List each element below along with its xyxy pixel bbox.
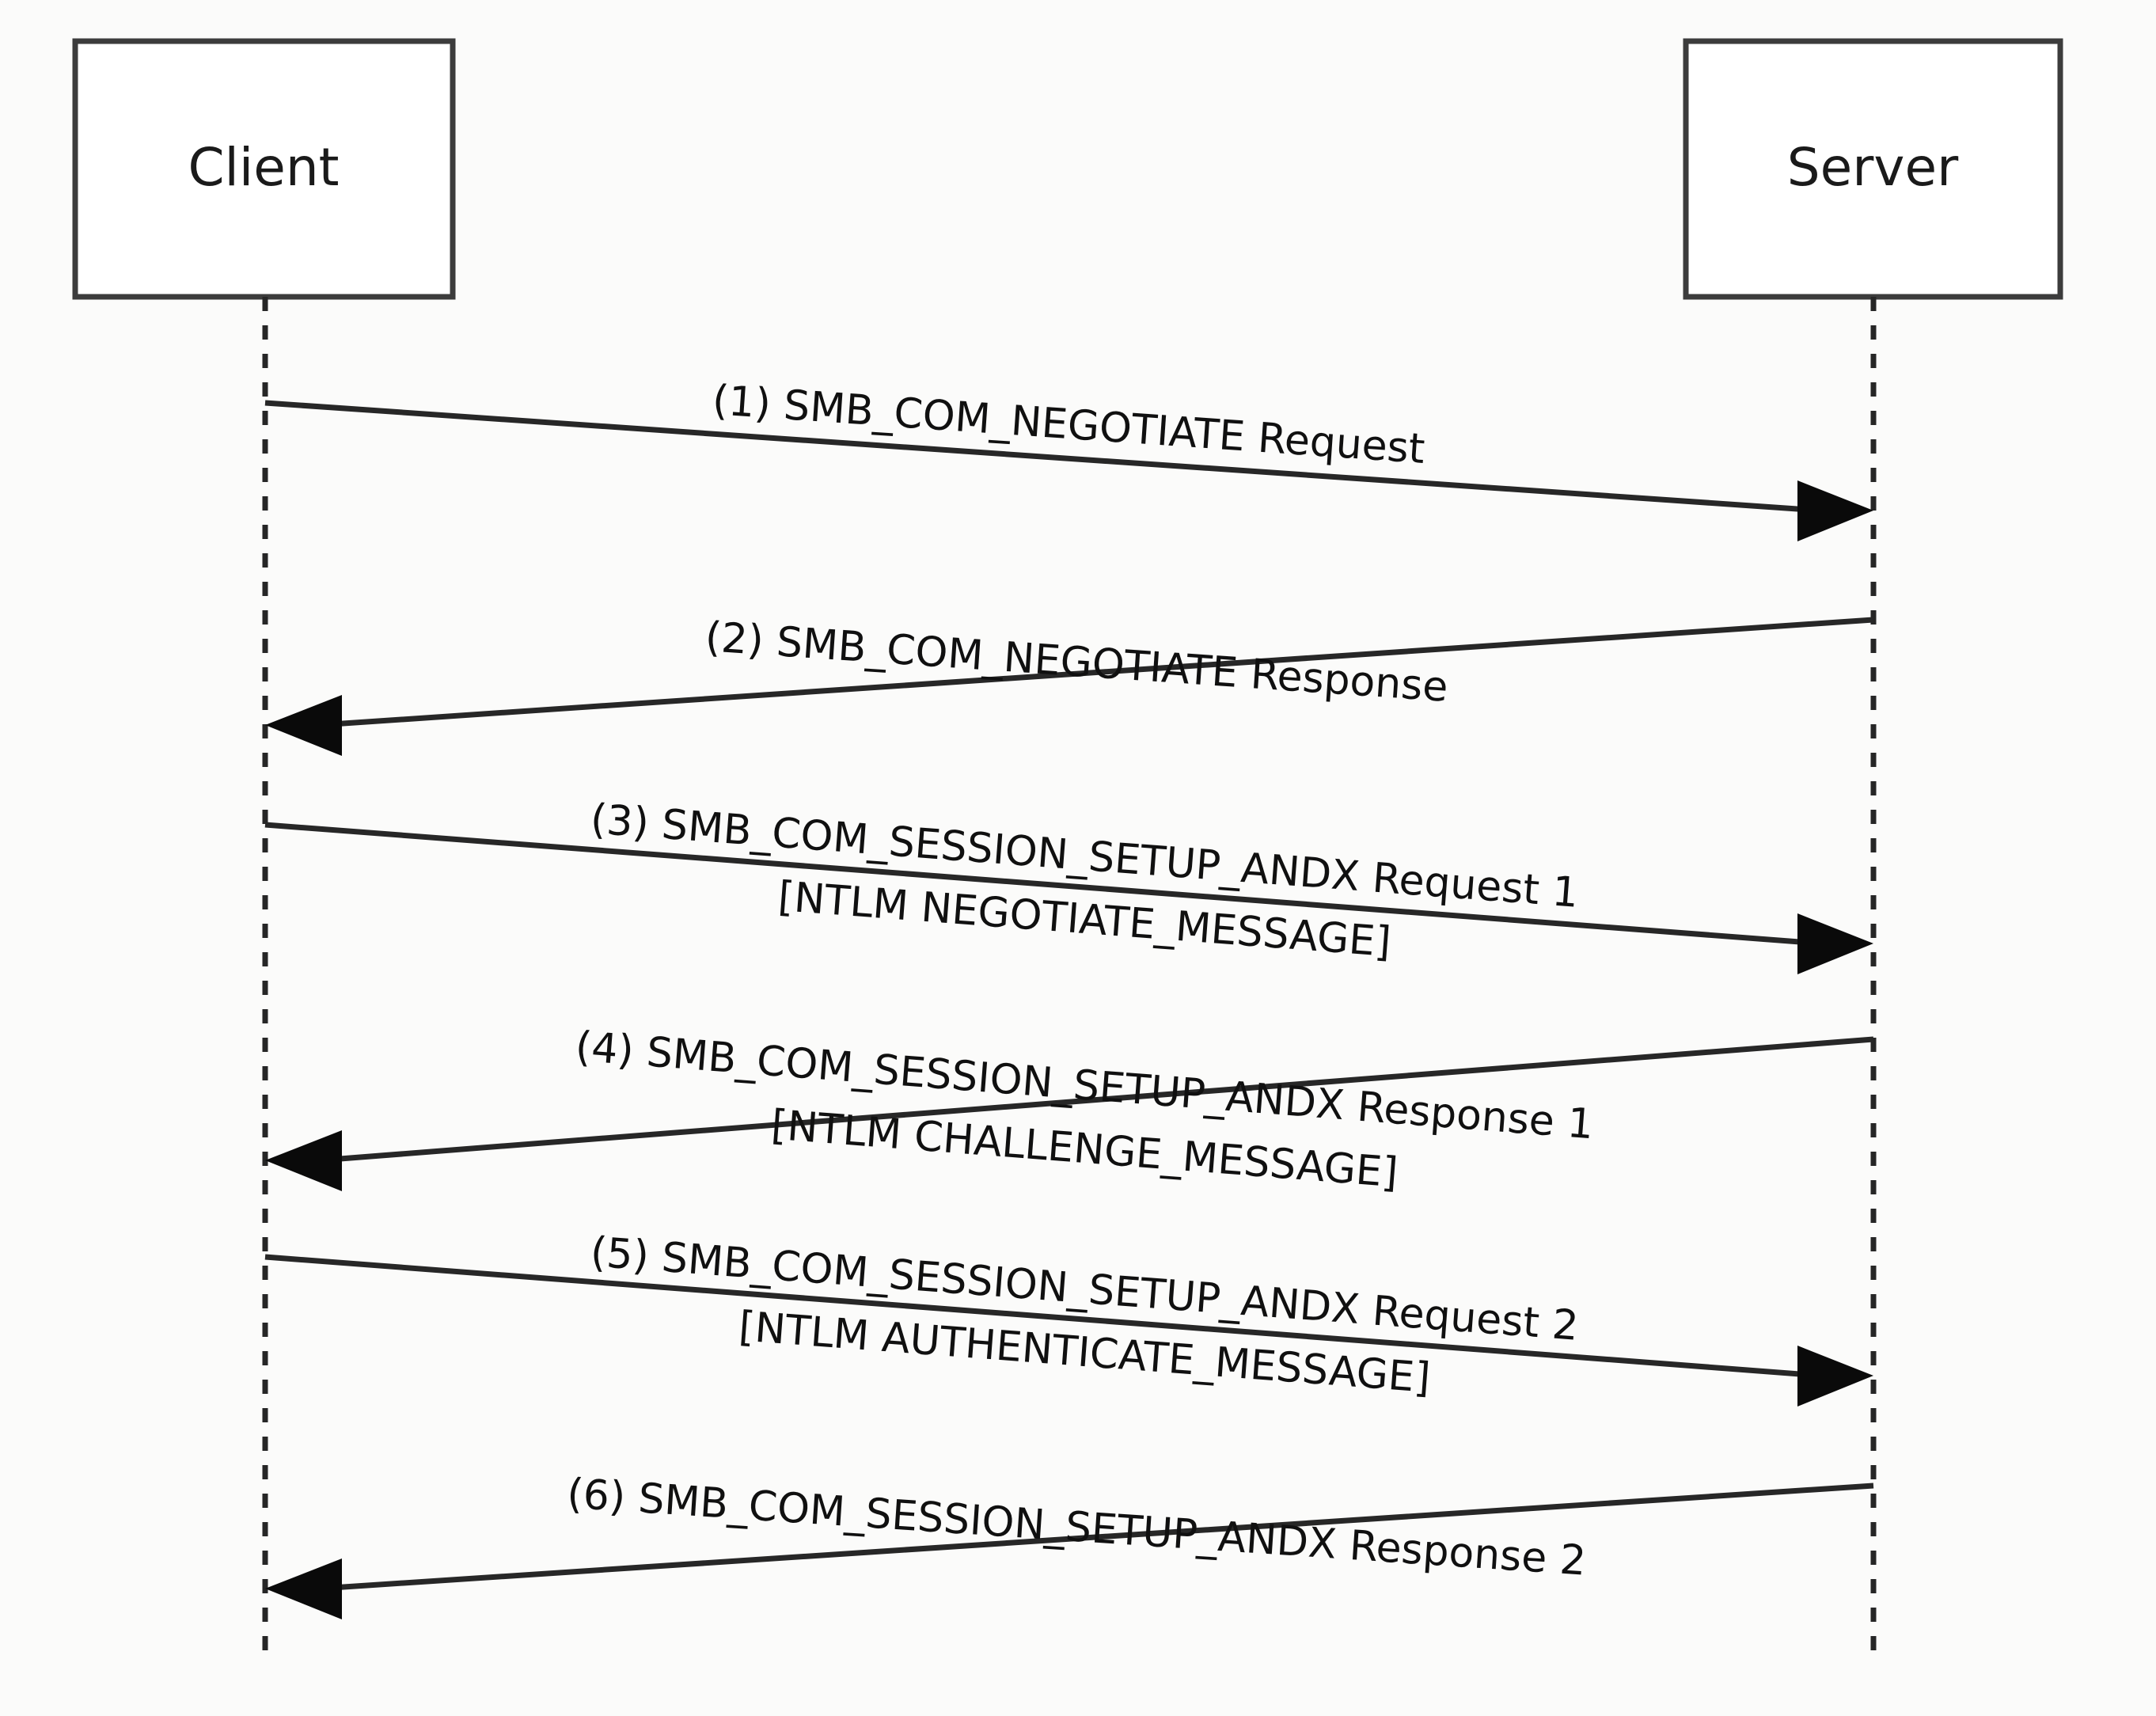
message-4-arrowhead [265, 1130, 342, 1191]
message-1: (1) SMB_COM_NEGOTIATE Request [264, 377, 1873, 541]
message-2-arrow-line [319, 617, 1874, 728]
message-1-arrow-line [264, 400, 1821, 514]
server-box [1683, 38, 2063, 300]
server-label: Server [1787, 137, 1959, 198]
participant-server: Server [1683, 38, 2063, 1659]
message-6-arrowhead [265, 1558, 342, 1619]
message-2-arrowhead [265, 695, 342, 756]
message-6: (6) SMB_COM_SESSION_SETUP_ANDX Response … [265, 1470, 1874, 1619]
message-1-arrowhead [1797, 480, 1873, 541]
message-5-arrowhead [1797, 1346, 1873, 1407]
client-box [72, 38, 456, 300]
message-3: (3) SMB_COM_SESSION_SETUP_ANDX Request 1… [264, 795, 1873, 974]
message-6-arrow-line [319, 1483, 1874, 1592]
message-4: (4) SMB_COM_SESSION_SETUP_ANDX Response … [265, 1023, 1874, 1197]
message-5-arrow-line [264, 1254, 1821, 1379]
message-2-label-line-1: (2) SMB_COM_NEGOTIATE Response [704, 613, 1449, 712]
message-2: (2) SMB_COM_NEGOTIATE Response [265, 613, 1874, 756]
message-4-arrow-line [319, 1036, 1874, 1164]
message-5: (5) SMB_COM_SESSION_SETUP_ANDX Request 2… [264, 1228, 1873, 1407]
message-3-arrow-line [264, 822, 1821, 947]
message-3-arrowhead [1797, 913, 1873, 974]
participant-client: Client [72, 38, 456, 1659]
client-label: Client [188, 137, 339, 198]
message-6-label-line-1: (6) SMB_COM_SESSION_SETUP_ANDX Response … [566, 1470, 1588, 1585]
